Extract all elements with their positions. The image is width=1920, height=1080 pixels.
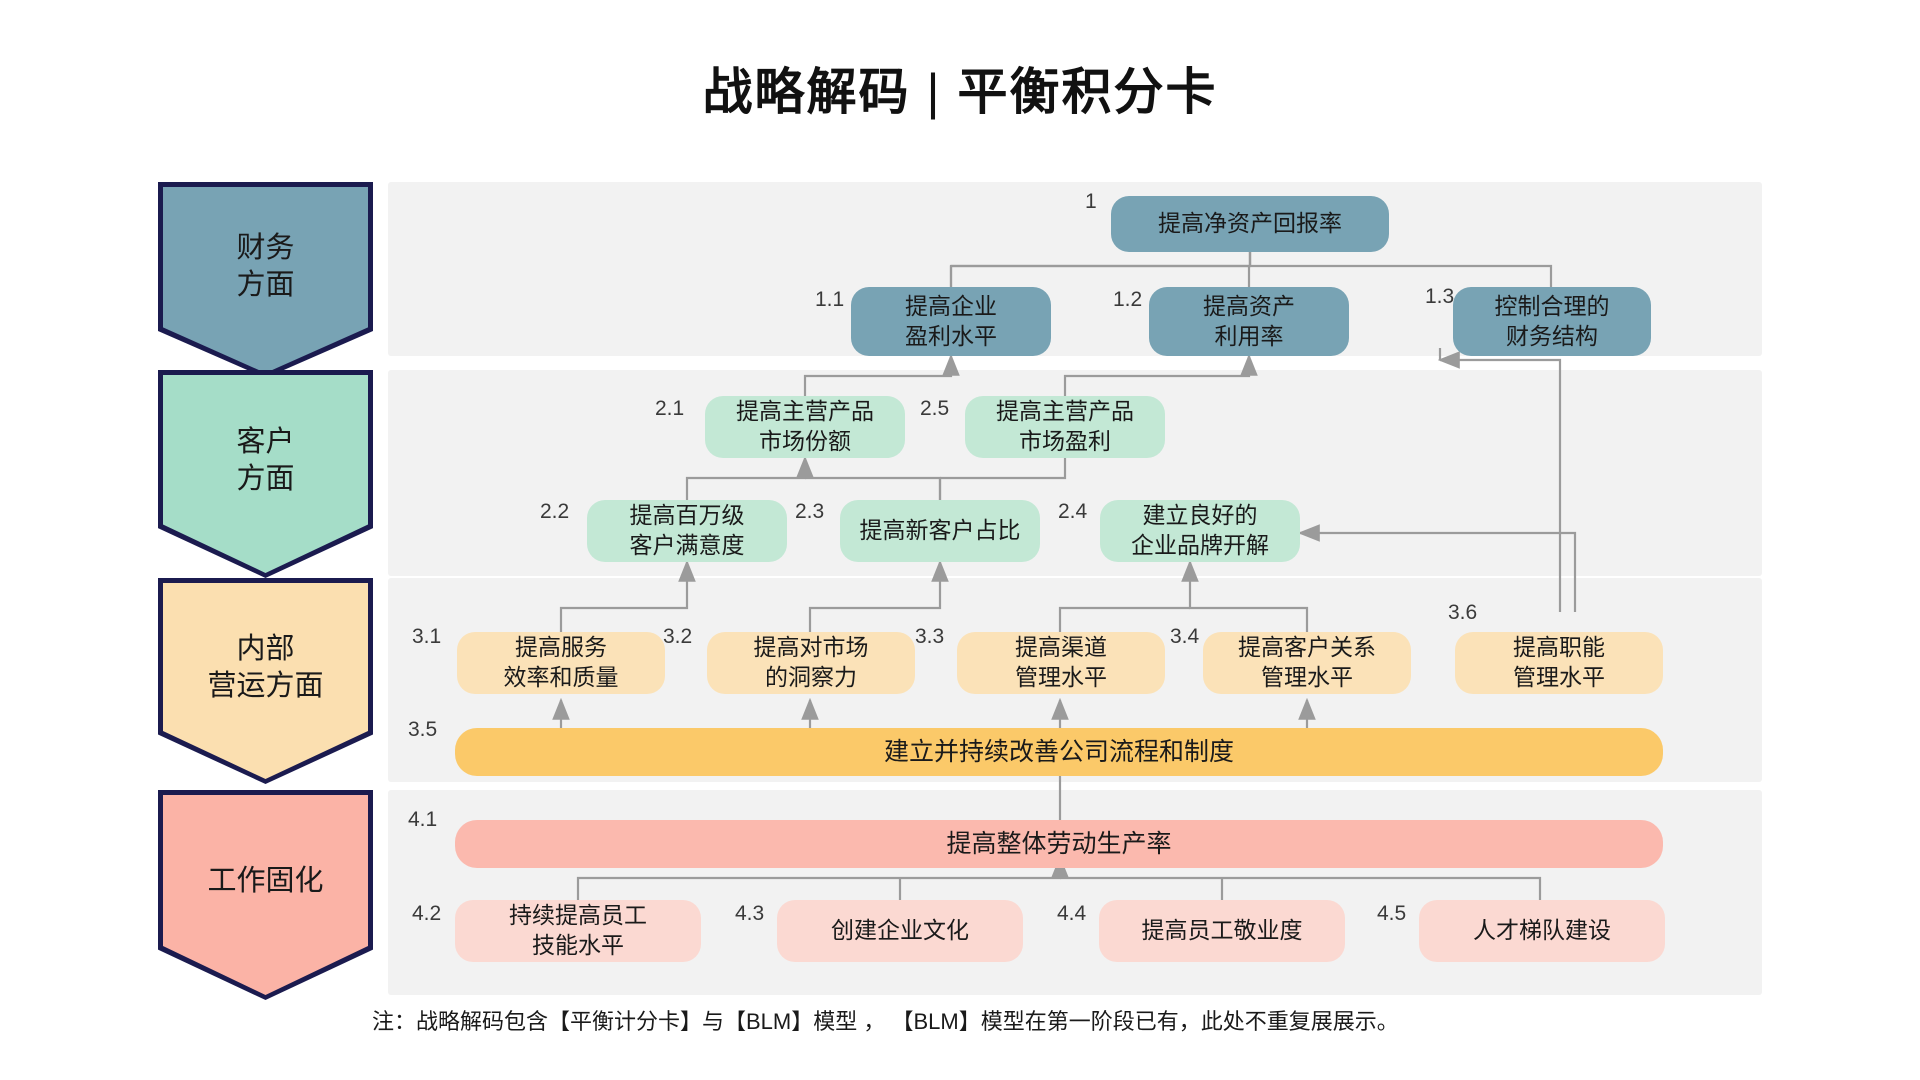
node-4-1[interactable]: 提高整体劳动生产率 <box>455 820 1663 868</box>
chevron-label-finance: 财务 方面 <box>158 182 373 378</box>
node-2-5[interactable]: 提高主营产品 市场盈利 <box>965 396 1165 458</box>
chevron-fill-customer <box>163 375 368 573</box>
node-3-2[interactable]: 提高对市场 的洞察力 <box>707 632 915 694</box>
page-title: 战略解码 | 平衡积分卡 <box>0 52 1920 124</box>
perspective-chevron-internal[interactable]: 内部 营运方面 <box>158 578 373 784</box>
chevron-label-work: 工作固化 <box>158 790 373 1000</box>
chevron-label-internal: 内部 营运方面 <box>158 578 373 784</box>
node-1-3[interactable]: 控制合理的 财务结构 <box>1453 287 1651 356</box>
node-index-2-1: 2.1 <box>655 397 685 420</box>
node-1[interactable]: 提高净资产回报率 <box>1111 196 1389 252</box>
node-3-1[interactable]: 提高服务 效率和质量 <box>457 632 665 694</box>
node-index-4-5: 4.5 <box>1377 902 1407 925</box>
node-index-3-3: 3.3 <box>915 625 945 648</box>
chevron-line-1: 内部 <box>236 632 295 665</box>
node-index-2-2: 2.2 <box>540 500 570 523</box>
node-index-2-5: 2.5 <box>920 397 950 420</box>
chevron-line-1: 客户 <box>236 425 295 458</box>
node-1-1[interactable]: 提高企业 盈利水平 <box>851 287 1051 356</box>
node-index-4-2: 4.2 <box>412 902 442 925</box>
node-3-4[interactable]: 提高客户关系 管理水平 <box>1203 632 1411 694</box>
node-4-3[interactable]: 创建企业文化 <box>777 900 1023 962</box>
node-index-3-2: 3.2 <box>663 625 693 648</box>
node-index-2-4: 2.4 <box>1058 500 1088 523</box>
node-index-3-1: 3.1 <box>412 625 442 648</box>
node-4-4[interactable]: 提高员工敬业度 <box>1099 900 1345 962</box>
title-sub: 平衡积分卡 <box>957 64 1218 120</box>
chevron-label-customer: 客户 方面 <box>158 370 373 578</box>
node-3-5[interactable]: 建立并持续改善公司流程和制度 <box>455 728 1663 776</box>
node-index-2-3: 2.3 <box>795 500 825 523</box>
chevron-fill-internal <box>163 583 368 779</box>
node-index-1-3: 1.3 <box>1425 285 1455 308</box>
chevron-fill-finance <box>163 187 368 373</box>
node-4-2[interactable]: 持续提高员工 技能水平 <box>455 900 701 962</box>
node-2-2[interactable]: 提高百万级 客户满意度 <box>587 500 787 562</box>
node-index-1-2: 1.2 <box>1113 288 1143 311</box>
node-3-3[interactable]: 提高渠道 管理水平 <box>957 632 1165 694</box>
title-main: 战略解码 <box>702 64 911 120</box>
node-3-6[interactable]: 提高职能 管理水平 <box>1455 632 1663 694</box>
node-index-4-1: 4.1 <box>408 808 438 831</box>
chevron-fill-work <box>163 795 368 995</box>
node-2-4[interactable]: 建立良好的 企业品牌开解 <box>1100 500 1300 562</box>
perspective-chevron-finance[interactable]: 财务 方面 <box>158 182 373 378</box>
chevron-line-1: 工作固化 <box>207 865 324 898</box>
node-index-4-4: 4.4 <box>1057 902 1087 925</box>
node-4-5[interactable]: 人才梯队建设 <box>1419 900 1665 962</box>
chevron-line-1: 财务 <box>236 231 295 264</box>
node-index-1: 1 <box>1085 190 1097 213</box>
node-index-3-4: 3.4 <box>1170 625 1200 648</box>
footer-note: 注：战略解码包含【平衡计分卡】与【BLM】模型 ， 【BLM】模型在第一阶段已有… <box>372 1009 1399 1034</box>
node-2-1[interactable]: 提高主营产品 市场份额 <box>705 396 905 458</box>
perspective-chevron-customer[interactable]: 客户 方面 <box>158 370 373 578</box>
node-index-4-3: 4.3 <box>735 902 765 925</box>
node-2-3[interactable]: 提高新客户占比 <box>840 500 1040 562</box>
node-index-3-6: 3.6 <box>1448 601 1478 624</box>
chevron-line-2: 方面 <box>236 269 295 301</box>
chevron-line-2: 方面 <box>236 463 295 495</box>
title-separator: | <box>926 64 942 120</box>
node-index-1-1: 1.1 <box>815 288 845 311</box>
perspective-chevron-work[interactable]: 工作固化 <box>158 790 373 1000</box>
node-index-3-5: 3.5 <box>408 718 438 741</box>
chevron-line-2: 营运方面 <box>207 670 324 702</box>
node-1-2[interactable]: 提高资产 利用率 <box>1149 287 1349 356</box>
